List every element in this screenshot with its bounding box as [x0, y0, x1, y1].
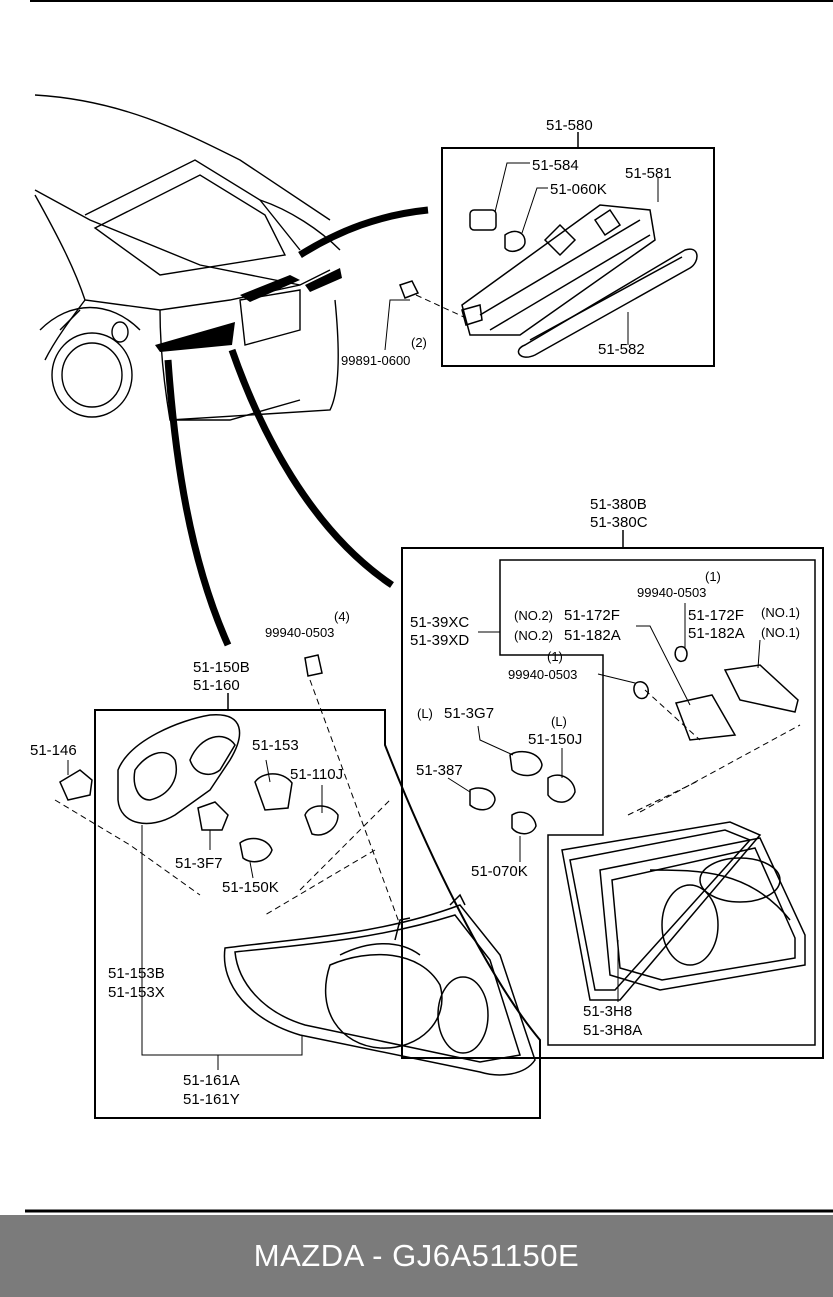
label-51-060k: 51-060K — [550, 181, 607, 198]
label-51-580: 51-580 — [546, 117, 593, 134]
outer-lamp-drawing — [59, 654, 536, 1076]
part-labels: 51-580 51-584 51-060K 51-581 51-582 (2) … — [30, 117, 800, 1108]
label-51-584: 51-584 — [532, 157, 579, 174]
label-no1-b: (NO.1) — [761, 625, 800, 640]
label-51-160: 51-160 — [193, 677, 240, 694]
label-99940-0503-c: 99940-0503 — [265, 625, 334, 640]
label-51-39xd: 51-39XD — [410, 632, 469, 649]
label-qty-4: (4) — [334, 609, 350, 624]
inner-lamp-outer-box — [401, 547, 824, 1059]
label-51-146: 51-146 — [30, 742, 77, 759]
label-51-153b: 51-153B — [108, 965, 165, 982]
label-51-3h8: 51-3H8 — [583, 1003, 632, 1020]
label-l-b: (L) — [551, 714, 567, 729]
label-51-172f-a: 51-172F — [564, 607, 620, 624]
label-51-161y: 51-161Y — [183, 1091, 240, 1108]
label-51-153x: 51-153X — [108, 984, 165, 1001]
label-51-380c: 51-380C — [590, 514, 648, 531]
inner-lamp-leader-lines — [447, 603, 801, 1002]
label-51-161a: 51-161A — [183, 1072, 240, 1089]
label-99940-0503-b: 99940-0503 — [508, 667, 577, 682]
label-51-172f-b: 51-172F — [688, 607, 744, 624]
high-mount-leader-lines — [384, 162, 659, 351]
outer-lamp-leader-lines — [54, 679, 401, 1070]
label-51-150b: 51-150B — [193, 659, 250, 676]
label-51-182a-a: 51-182A — [564, 627, 621, 644]
label-51-39xc: 51-39XC — [410, 614, 469, 631]
callout-leaders — [164, 206, 429, 647]
label-51-070k: 51-070K — [471, 863, 528, 880]
label-51-581: 51-581 — [625, 165, 672, 182]
label-no1-a: (NO.1) — [761, 605, 800, 620]
label-51-110j: 51-110J — [290, 766, 343, 783]
car-rear-illustration — [34, 94, 341, 421]
label-51-150j: 51-150J — [528, 731, 582, 748]
label-51-380b: 51-380B — [590, 496, 647, 513]
label-qty-1a: (1) — [705, 569, 721, 584]
inner-lamp-sub-box — [499, 559, 816, 1046]
label-51-582: 51-582 — [598, 341, 645, 358]
label-51-3h8a: 51-3H8A — [583, 1022, 642, 1039]
label-99891-0600: 99891-0600 — [341, 353, 410, 368]
label-51-182a-b: 51-182A — [688, 625, 745, 642]
high-mount-lamp-drawing — [399, 204, 698, 358]
label-no2-a: (NO.2) — [514, 608, 553, 623]
inner-lamp-drawing — [469, 646, 806, 1001]
label-51-387: 51-387 — [416, 762, 463, 779]
label-qty-2: (2) — [411, 335, 427, 350]
label-l-a: (L) — [417, 706, 433, 721]
label-51-153: 51-153 — [252, 737, 299, 754]
car-lamp-highlights — [155, 268, 342, 352]
outer-lamp-box — [94, 709, 541, 1119]
parts-diagram: 51-580 51-584 51-060K 51-581 51-582 (2) … — [25, 0, 833, 1213]
caption-bar: MAZDA - GJ6A51150E — [0, 1215, 833, 1297]
label-51-150k: 51-150K — [222, 879, 279, 896]
label-99940-0503-a: 99940-0503 — [637, 585, 706, 600]
label-no2-b: (NO.2) — [514, 628, 553, 643]
part-number-caption: MAZDA - GJ6A51150E — [253, 1238, 580, 1273]
label-51-3g7: 51-3G7 — [444, 705, 494, 722]
label-qty-1b: (1) — [547, 649, 563, 664]
label-51-3f7: 51-3F7 — [175, 855, 223, 872]
